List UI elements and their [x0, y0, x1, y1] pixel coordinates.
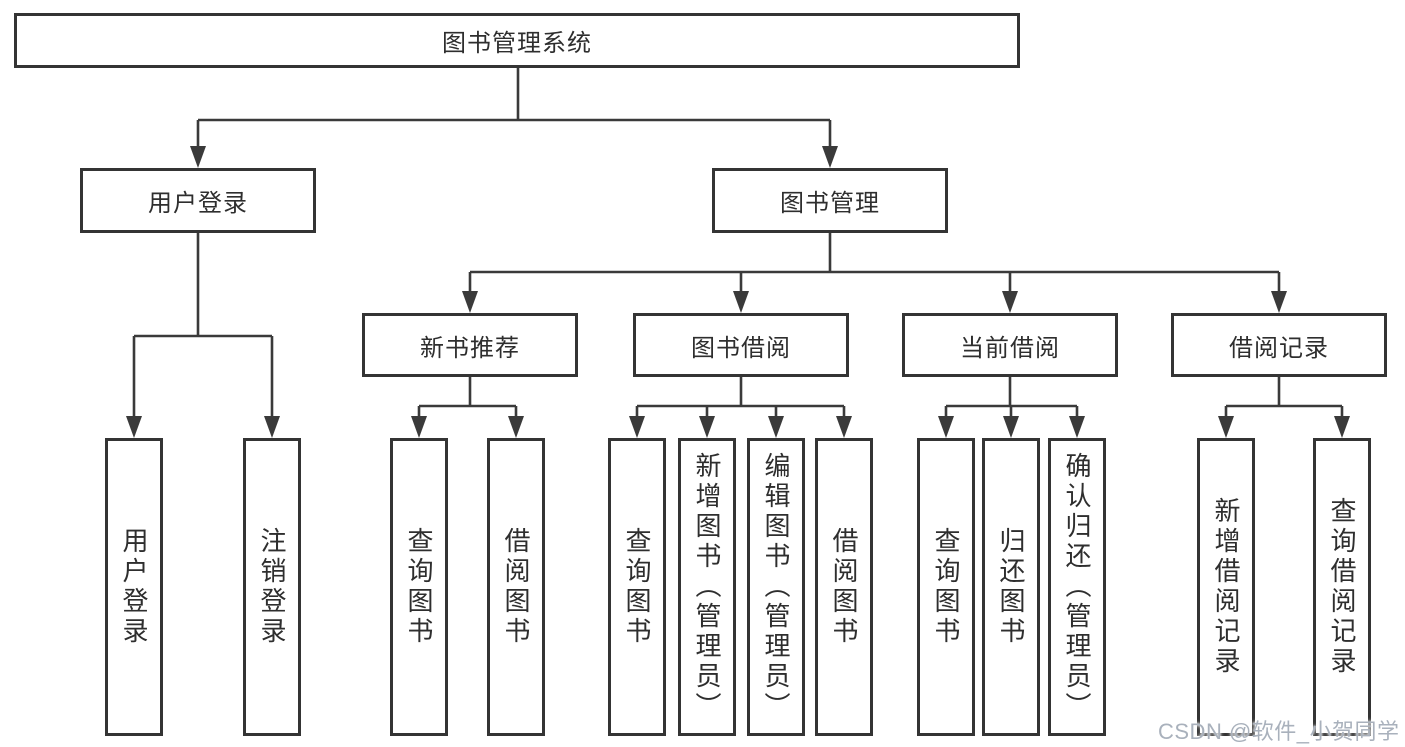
leaf-current-confirm-return-admin: 确认归还（管理员）	[1048, 438, 1106, 736]
leaf-borrow-edit-books-admin-label: 编辑图书（管理员）	[761, 452, 791, 722]
node-book-borrowing-label: 图书借阅	[691, 334, 791, 362]
node-borrow-records-label: 借阅记录	[1229, 334, 1329, 362]
leaf-borrow-query-books-label: 查询图书	[622, 527, 652, 647]
leaf-borrow-add-books-admin: 新增图书（管理员）	[678, 438, 736, 736]
leaf-current-confirm-return-admin-label: 确认归还（管理员）	[1062, 452, 1092, 722]
node-user-login-label: 用户登录	[148, 190, 248, 217]
arrowhead	[938, 416, 954, 438]
arrowhead	[836, 416, 852, 438]
leaf-records-query-record: 查询借阅记录	[1313, 438, 1371, 736]
node-new-book-recommend-label: 新书推荐	[420, 334, 520, 362]
leaf-logout: 注销登录	[243, 438, 301, 736]
leaf-current-query-books-label: 查询图书	[931, 527, 961, 647]
leaf-borrow-borrow-books-label: 借阅图书	[829, 527, 859, 647]
arrowhead	[126, 416, 142, 438]
arrowhead	[1334, 416, 1350, 438]
node-user-login: 用户登录	[80, 168, 316, 233]
arrowhead	[629, 416, 645, 438]
leaf-logout-label: 注销登录	[257, 527, 287, 647]
leaf-recommend-query-books: 查询图书	[390, 438, 448, 736]
csdn-watermark: CSDN @软件_小贺同学	[1158, 719, 1400, 744]
leaf-current-return-books-label: 归还图书	[996, 527, 1026, 647]
leaf-records-add-record: 新增借阅记录	[1197, 438, 1255, 736]
arrowhead	[1218, 416, 1234, 438]
arrowhead	[699, 416, 715, 438]
leaf-borrow-borrow-books: 借阅图书	[815, 438, 873, 736]
leaf-borrow-edit-books-admin: 编辑图书（管理员）	[747, 438, 805, 736]
leaf-borrow-add-books-admin-label: 新增图书（管理员）	[692, 452, 722, 722]
leaf-user-login-label: 用户登录	[119, 527, 149, 647]
leaf-user-login: 用户登录	[105, 438, 163, 736]
leaf-borrow-query-books: 查询图书	[608, 438, 666, 736]
arrowhead	[768, 416, 784, 438]
arrowhead	[1003, 416, 1019, 438]
arrowhead	[190, 146, 206, 168]
node-current-borrowing-label: 当前借阅	[960, 334, 1060, 362]
node-new-book-recommend: 新书推荐	[362, 313, 578, 377]
node-root-label: 图书管理系统	[442, 30, 592, 57]
node-current-borrowing: 当前借阅	[902, 313, 1118, 377]
arrowhead	[462, 291, 478, 313]
node-borrow-records: 借阅记录	[1171, 313, 1387, 377]
arrowhead	[508, 416, 524, 438]
node-book-management: 图书管理	[712, 168, 948, 233]
arrowhead	[822, 146, 838, 168]
leaf-records-query-record-label: 查询借阅记录	[1327, 497, 1357, 677]
leaf-current-query-books: 查询图书	[917, 438, 975, 736]
node-root: 图书管理系统	[14, 13, 1020, 68]
arrowhead	[733, 291, 749, 313]
leaf-recommend-borrow-books: 借阅图书	[487, 438, 545, 736]
leaf-recommend-query-books-label: 查询图书	[404, 527, 434, 647]
leaf-records-add-record-label: 新增借阅记录	[1211, 497, 1241, 677]
node-book-borrowing: 图书借阅	[633, 313, 849, 377]
node-book-management-label: 图书管理	[780, 190, 880, 217]
arrowhead	[264, 416, 280, 438]
arrowhead	[1271, 291, 1287, 313]
leaf-current-return-books: 归还图书	[982, 438, 1040, 736]
arrowhead	[1002, 291, 1018, 313]
leaf-recommend-borrow-books-label: 借阅图书	[501, 527, 531, 647]
arrowhead	[411, 416, 427, 438]
arrowhead	[1069, 416, 1085, 438]
